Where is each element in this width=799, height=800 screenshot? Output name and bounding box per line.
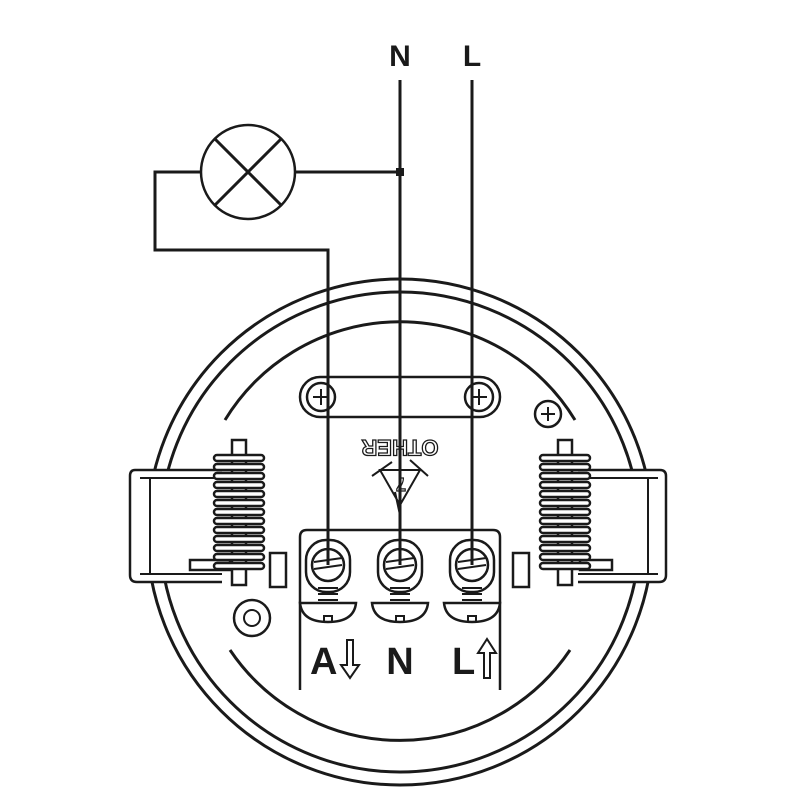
right-spring <box>538 438 592 587</box>
spring-coil <box>212 534 266 544</box>
spring-coil <box>538 498 592 508</box>
bar-screw-right <box>463 381 495 413</box>
spring-coil <box>538 561 592 571</box>
spring-coil <box>538 552 592 562</box>
right-slot <box>511 551 531 589</box>
right-clip <box>578 468 668 584</box>
arrow-down-icon <box>339 639 361 680</box>
left-slot <box>268 551 288 589</box>
wire-a <box>153 170 330 565</box>
spring-coil <box>538 525 592 535</box>
spring-coil <box>212 498 266 508</box>
spring-coil <box>212 453 266 463</box>
spring-coil <box>212 480 266 490</box>
supply-label-l: L <box>463 40 481 73</box>
terminal-label-n: N <box>386 641 413 683</box>
lamp-symbol <box>199 123 297 221</box>
spring-coil <box>212 561 266 571</box>
terminal-label-a: A <box>310 641 337 683</box>
spring-coil <box>538 507 592 517</box>
spring-coil <box>538 453 592 463</box>
spring-coil <box>212 471 266 481</box>
terminal-screw-3 <box>442 538 502 624</box>
terminal-screw-2 <box>370 538 430 624</box>
spring-coil <box>212 552 266 562</box>
spring-coil <box>212 462 266 472</box>
bar-screw-left <box>305 381 337 413</box>
spring-coil <box>538 543 592 553</box>
spring-coil <box>538 489 592 499</box>
spring-coil <box>212 543 266 553</box>
terminal-label-l: L <box>452 641 475 683</box>
left-spring <box>212 438 266 587</box>
spring-coil <box>538 516 592 526</box>
spring-coil <box>538 462 592 472</box>
arrow-up-icon <box>476 637 498 679</box>
spring-coil <box>212 525 266 535</box>
spring-coil <box>212 507 266 517</box>
spring-coil <box>538 471 592 481</box>
spring-coil <box>212 516 266 526</box>
spring-coil <box>538 480 592 490</box>
spring-coil <box>212 489 266 499</box>
supply-label-n: N <box>389 40 411 73</box>
spring-coil <box>538 534 592 544</box>
housing-screw <box>533 399 563 429</box>
mounting-hole <box>232 598 272 638</box>
